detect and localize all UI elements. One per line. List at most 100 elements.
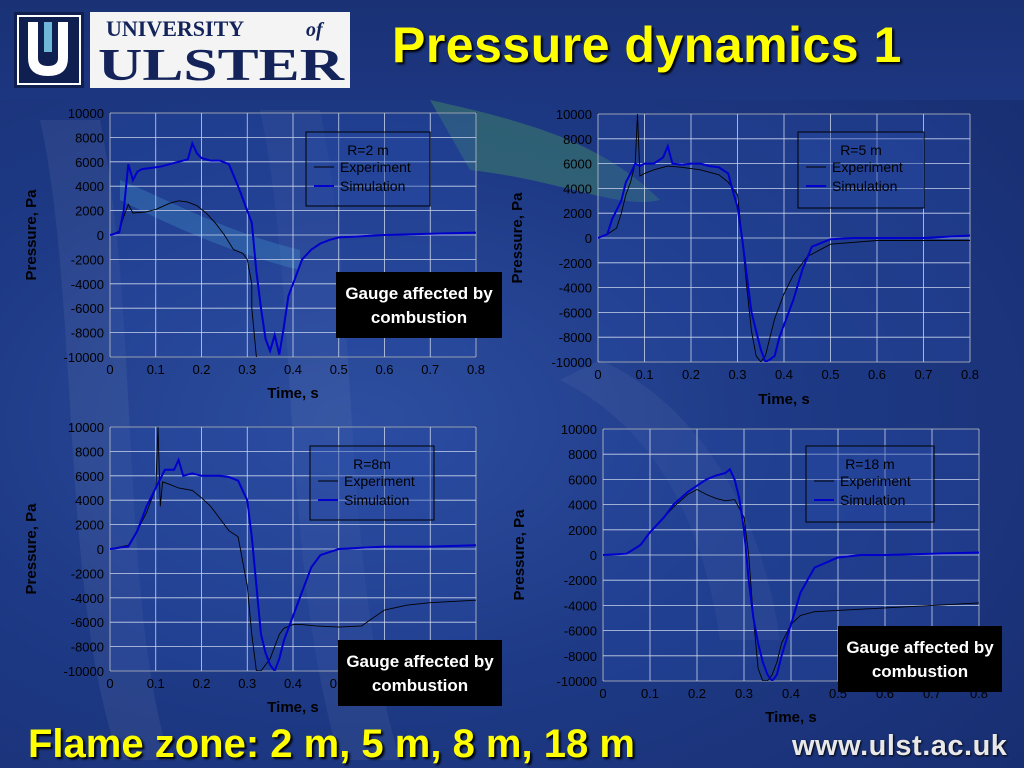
y-axis-label: Pressure, Pa <box>23 189 40 281</box>
y-tick-label: -8000 <box>564 649 597 664</box>
series-line-experiment <box>110 427 476 671</box>
y-axis-label: Pressure, Pa <box>23 503 40 595</box>
y-tick-label: 4000 <box>75 179 104 194</box>
y-tick-label: -2000 <box>71 252 104 267</box>
y-tick-label: 0 <box>590 548 597 563</box>
y-tick-label: -4000 <box>71 277 104 292</box>
y-tick-label: -10000 <box>557 674 597 689</box>
x-tick-label: 0.7 <box>914 367 932 382</box>
y-tick-label: -4000 <box>564 598 597 613</box>
y-tick-label: -6000 <box>71 301 104 316</box>
x-tick-label: 0.2 <box>682 367 700 382</box>
x-tick-label: 0.4 <box>284 362 302 377</box>
y-tick-label: 10000 <box>561 422 597 437</box>
legend-entry: Experiment <box>344 473 415 489</box>
x-axis-label: Time, s <box>765 709 816 726</box>
y-axis-label: Pressure, Pa <box>509 192 526 284</box>
x-tick-label: 0.4 <box>775 367 793 382</box>
x-axis-label: Time, s <box>267 385 318 402</box>
logo-text-top: UNIVERSITY <box>106 16 244 41</box>
y-tick-label: 10000 <box>556 107 592 122</box>
legend-entry: Experiment <box>840 473 911 489</box>
y-tick-label: 10000 <box>68 106 104 121</box>
university-logo: UNIVERSITY of ULSTER <box>14 12 350 88</box>
x-tick-label: 0.2 <box>192 676 210 691</box>
y-tick-label: -6000 <box>564 624 597 639</box>
y-tick-label: -10000 <box>64 664 104 679</box>
slide-title: Pressure dynamics 1 <box>392 17 902 73</box>
x-axis-label: Time, s <box>267 699 318 716</box>
y-tick-label: -4000 <box>71 591 104 606</box>
y-tick-label: 6000 <box>75 469 104 484</box>
y-tick-label: 8000 <box>563 132 592 147</box>
x-tick-label: 0.4 <box>284 676 302 691</box>
legend-title: R=5 m <box>840 142 882 158</box>
x-tick-label: 0.1 <box>147 676 165 691</box>
logo-text-of: of <box>306 19 325 41</box>
legend-box <box>309 445 435 521</box>
legend-box <box>805 445 935 523</box>
series-line-simulation <box>598 143 970 362</box>
series-line-simulation <box>110 457 476 671</box>
footer-url[interactable]: www.ulst.ac.uk <box>792 730 1008 762</box>
x-tick-label: 0 <box>106 362 113 377</box>
annotation-callout-r2m: Gauge affected by combustion <box>336 272 502 338</box>
y-tick-label: 8000 <box>75 130 104 145</box>
x-tick-label: 0.7 <box>421 362 439 377</box>
series-line-simulation <box>110 140 476 355</box>
logo-text-main: ULSTER <box>98 39 345 88</box>
x-tick-label: 0 <box>106 676 113 691</box>
y-tick-label: 6000 <box>75 155 104 170</box>
x-tick-label: 0.1 <box>641 686 659 701</box>
legend-entry: Simulation <box>344 492 409 508</box>
legend-entry: Simulation <box>832 178 897 194</box>
series-line-experiment <box>598 114 970 362</box>
y-tick-label: 2000 <box>75 518 104 533</box>
footer-caption: Flame zone: 2 m, 5 m, 8 m, 18 m <box>28 722 635 766</box>
y-tick-label: 0 <box>585 231 592 246</box>
y-tick-label: 4000 <box>568 498 597 513</box>
y-tick-label: 2000 <box>568 523 597 538</box>
y-tick-label: 6000 <box>568 472 597 487</box>
y-tick-label: -6000 <box>71 615 104 630</box>
y-tick-label: 0 <box>97 542 104 557</box>
y-tick-label: 10000 <box>68 420 104 435</box>
x-tick-label: 0.6 <box>868 367 886 382</box>
y-tick-label: 6000 <box>563 157 592 172</box>
y-tick-label: -10000 <box>64 350 104 365</box>
x-axis-label: Time, s <box>758 391 809 408</box>
legend-title: R=18 m <box>845 456 894 472</box>
legend-entry: Simulation <box>840 492 905 508</box>
y-tick-label: 4000 <box>563 181 592 196</box>
legend-entry: Experiment <box>832 159 903 175</box>
x-tick-label: 0.3 <box>238 362 256 377</box>
y-tick-label: 8000 <box>75 444 104 459</box>
legend-title: R=2 m <box>347 142 389 158</box>
x-tick-label: 0.2 <box>688 686 706 701</box>
x-tick-label: 0.1 <box>147 362 165 377</box>
x-tick-label: 0.1 <box>635 367 653 382</box>
y-tick-label: -2000 <box>564 573 597 588</box>
y-tick-label: 0 <box>97 228 104 243</box>
y-tick-label: 8000 <box>568 447 597 462</box>
x-tick-label: 0.3 <box>735 686 753 701</box>
y-axis-label: Pressure, Pa <box>511 509 528 601</box>
y-tick-label: 4000 <box>75 493 104 508</box>
annotation-callout-r18m: Gauge affected by combustion <box>838 626 1002 692</box>
x-tick-label: 0 <box>599 686 606 701</box>
x-tick-label: 0.5 <box>821 367 839 382</box>
x-tick-label: 0.8 <box>467 362 485 377</box>
legend-box <box>797 131 925 209</box>
legend-entry: Simulation <box>340 178 405 194</box>
y-tick-label: -2000 <box>559 256 592 271</box>
x-tick-label: 0.3 <box>238 676 256 691</box>
y-tick-label: -8000 <box>71 640 104 655</box>
x-tick-label: 0.4 <box>782 686 800 701</box>
y-tick-label: -10000 <box>552 355 592 370</box>
x-tick-label: 0.3 <box>728 367 746 382</box>
y-tick-label: -6000 <box>559 305 592 320</box>
y-tick-label: 2000 <box>563 206 592 221</box>
